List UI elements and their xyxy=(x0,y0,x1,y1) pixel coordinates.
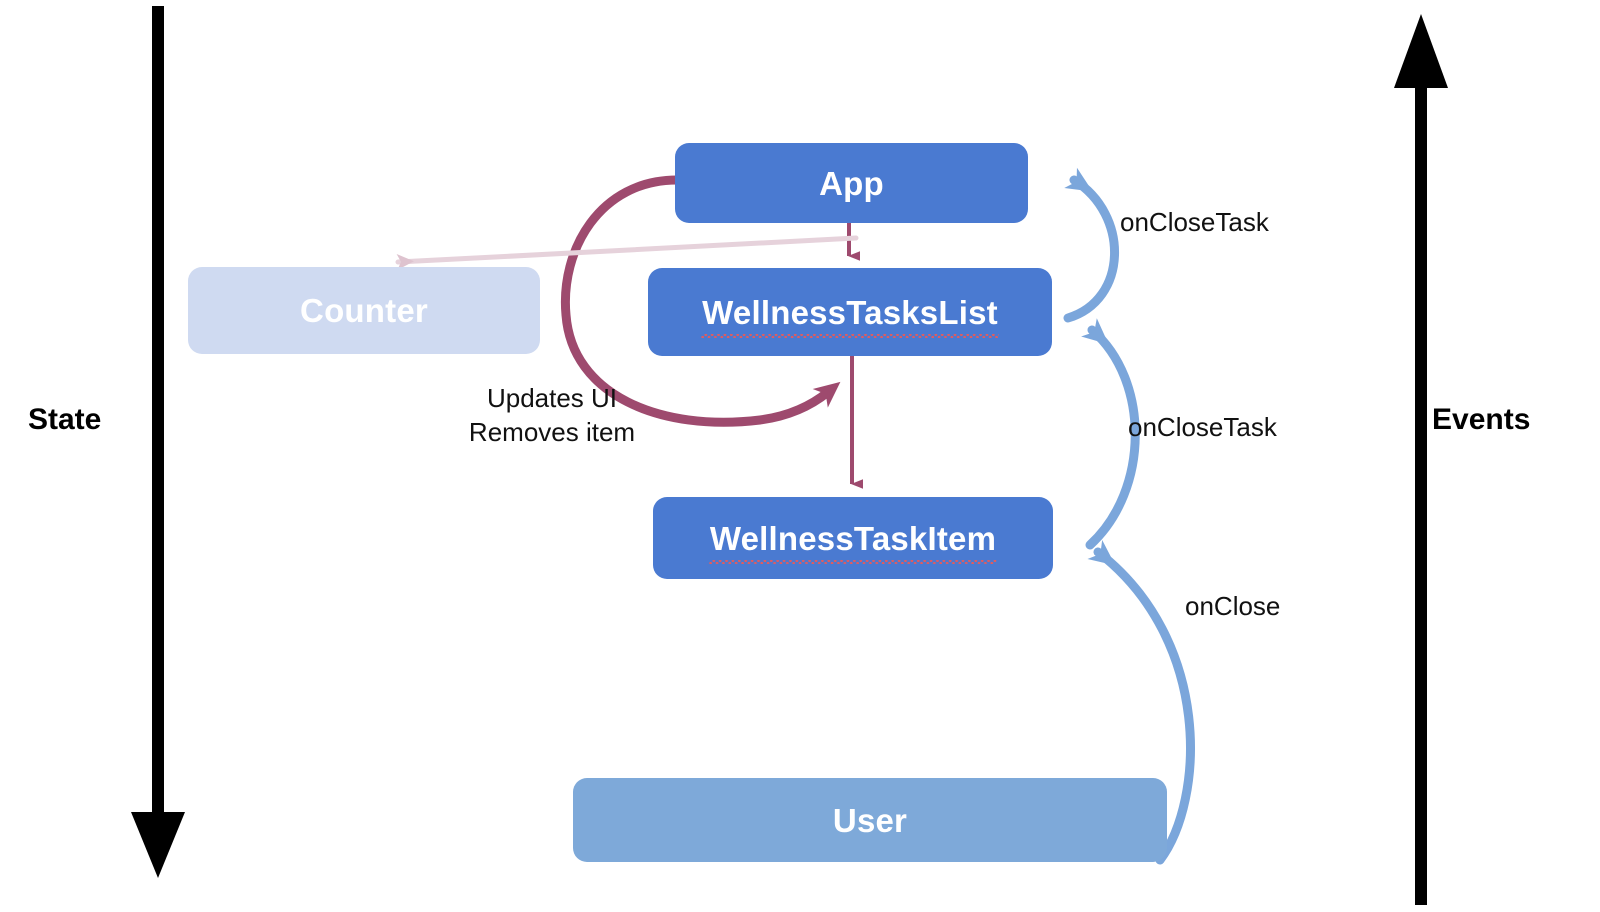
edge-list-to-app-oncloseTask xyxy=(1063,167,1120,323)
node-counter[interactable]: Counter xyxy=(188,267,540,354)
edge-label-onclosetask-mid: onCloseTask xyxy=(1128,412,1277,442)
edge-item-to-list-oncloseTask xyxy=(1081,318,1140,550)
state-axis-arrow xyxy=(131,6,185,878)
edge-user-to-item-onclose xyxy=(1087,540,1195,865)
events-axis-label: Events xyxy=(1432,403,1531,436)
edge-label-removes-item: Removes item xyxy=(468,417,636,447)
node-wellness-tasks-list-label: WellnessTasksList xyxy=(701,293,999,338)
node-user-label: User xyxy=(832,801,908,839)
state-axis-label: State xyxy=(28,403,102,436)
node-user[interactable]: User xyxy=(573,778,1167,862)
node-counter-label: Counter xyxy=(300,292,428,329)
node-app[interactable]: App xyxy=(675,143,1028,223)
edge-label-updates-ui: Updates UI xyxy=(486,383,618,413)
edge-label-onclose: onClose xyxy=(1185,591,1281,621)
edge-app-to-counter-faded xyxy=(395,235,859,271)
edge-label-updates-ui-group: Updates UI Removes item xyxy=(452,381,652,449)
events-axis-arrow xyxy=(1394,14,1448,905)
node-app-label: App xyxy=(819,164,884,202)
node-wellness-task-item[interactable]: WellnessTaskItem xyxy=(653,497,1053,579)
edge-label-onclosetask-top: onCloseTask xyxy=(1120,207,1269,237)
node-wellness-tasks-list[interactable]: WellnessTasksList xyxy=(648,268,1052,356)
node-wellness-task-item-label: WellnessTaskItem xyxy=(708,519,998,564)
edge-updates-ui-curve xyxy=(560,175,841,427)
